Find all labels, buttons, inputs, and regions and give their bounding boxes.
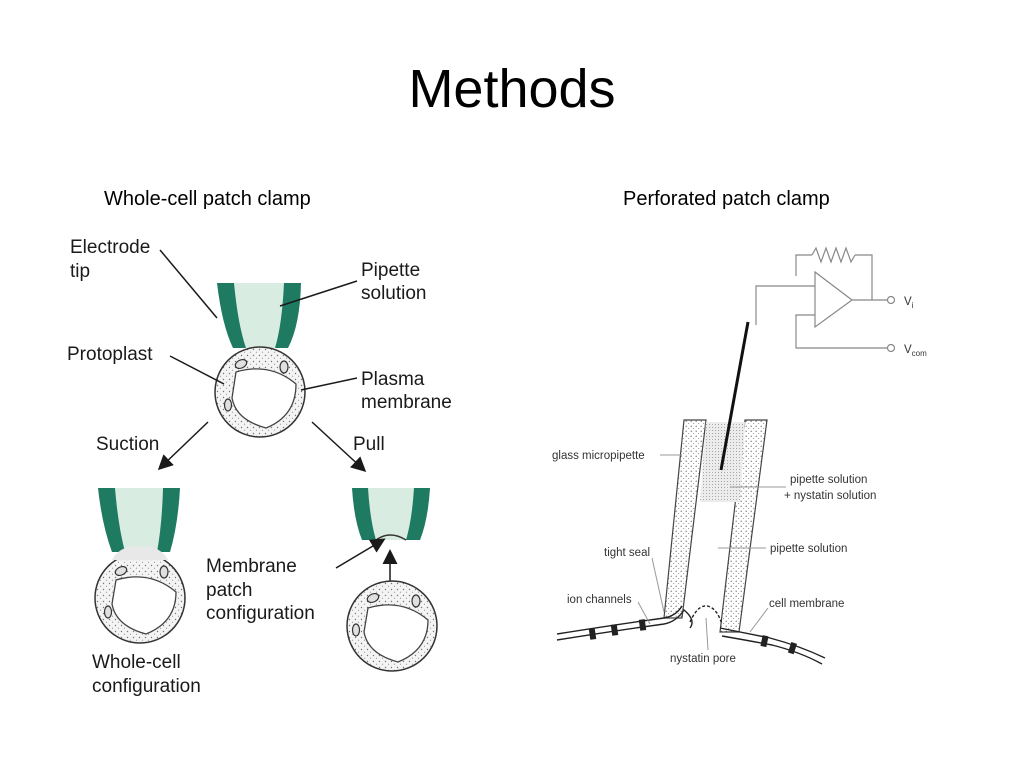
cell-membrane (556, 605, 826, 665)
label-plasma: Plasma (361, 369, 425, 390)
top-pipette (217, 283, 301, 348)
label-vcom: Vcom (904, 344, 927, 358)
label-cell-membrane: cell membrane (769, 598, 844, 610)
whole-cell-heading: Whole-cell patch clamp (104, 188, 311, 210)
label-membrane-patch-3: configuration (206, 603, 315, 624)
perforated-diagram: Vi Vcom (552, 246, 927, 665)
glass-micropipette (663, 419, 768, 633)
perforated-heading: Perforated patch clamp (623, 188, 830, 210)
label-whole-cell-2: configuration (92, 676, 201, 697)
top-protoplast (214, 346, 306, 438)
label-solution: solution (361, 283, 427, 304)
electrode-wire (719, 321, 750, 471)
label-whole-cell-1: Whole-cell (92, 652, 181, 673)
label-electrode: Electrode (70, 237, 150, 258)
label-protoplast: Protoplast (67, 344, 153, 365)
label-suction: Suction (96, 434, 159, 455)
label-membrane-patch-1: Membrane (206, 556, 297, 577)
label-pipette-solution-2: + nystatin solution (784, 490, 876, 502)
label-ion-channels: ion channels (567, 594, 632, 606)
label-glass-micropipette: glass micropipette (552, 450, 645, 462)
label-pipette-solution: pipette solution (770, 543, 847, 555)
whole-cell-diagram: Electrode tip Pipette solution Protoplas… (67, 237, 452, 697)
label-membrane: membrane (361, 392, 452, 413)
label-pipette-solution-1: pipette solution (790, 474, 867, 486)
amplifier-circuit (755, 246, 896, 353)
whole-cell-config-drawing (94, 488, 186, 644)
slide-title: Methods (408, 59, 616, 119)
membrane-patch-drawing (346, 488, 438, 672)
label-pipette: Pipette (361, 260, 420, 281)
label-tip: tip (70, 261, 90, 282)
label-tight-seal: tight seal (604, 547, 650, 559)
label-vi: Vi (904, 296, 914, 310)
label-membrane-patch-2: patch (206, 580, 252, 601)
label-pull: Pull (353, 434, 385, 455)
label-nystatin-pore: nystatin pore (670, 653, 736, 665)
